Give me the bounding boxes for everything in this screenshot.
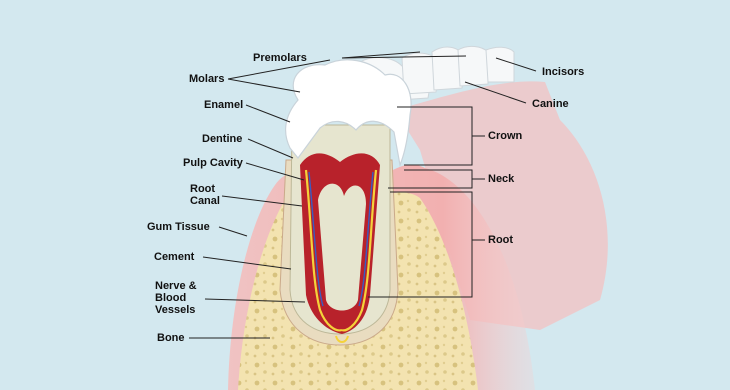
vessel-entry — [335, 335, 349, 343]
label-root: Root — [488, 234, 514, 246]
label-enamel: Enamel — [204, 99, 244, 111]
label-incisors: Incisors — [542, 66, 585, 78]
label-neck: Neck — [488, 173, 515, 185]
label-root-canal: Root Canal — [190, 183, 220, 207]
label-bone: Bone — [157, 332, 185, 344]
label-cement: Cement — [154, 251, 195, 263]
leader-lines — [189, 51, 537, 339]
label-dentine: Dentine — [202, 133, 243, 145]
blood-vessel — [308, 171, 374, 307]
label-crown: Crown — [488, 130, 523, 142]
label-canine: Canine — [532, 98, 569, 110]
pulp-inner — [318, 183, 366, 311]
label-nerve-blood-vessels: Nerve & Blood Vessels — [155, 280, 197, 316]
back-gum — [395, 81, 608, 330]
label-molars: Molars — [189, 73, 225, 85]
nerve — [304, 169, 378, 332]
label-premolars: Premolars — [253, 52, 307, 64]
back-teeth — [359, 45, 515, 103]
enamel — [284, 59, 412, 168]
label-gum-tissue: Gum Tissue — [147, 221, 210, 233]
label-pulp-cavity: Pulp Cavity — [183, 157, 243, 169]
